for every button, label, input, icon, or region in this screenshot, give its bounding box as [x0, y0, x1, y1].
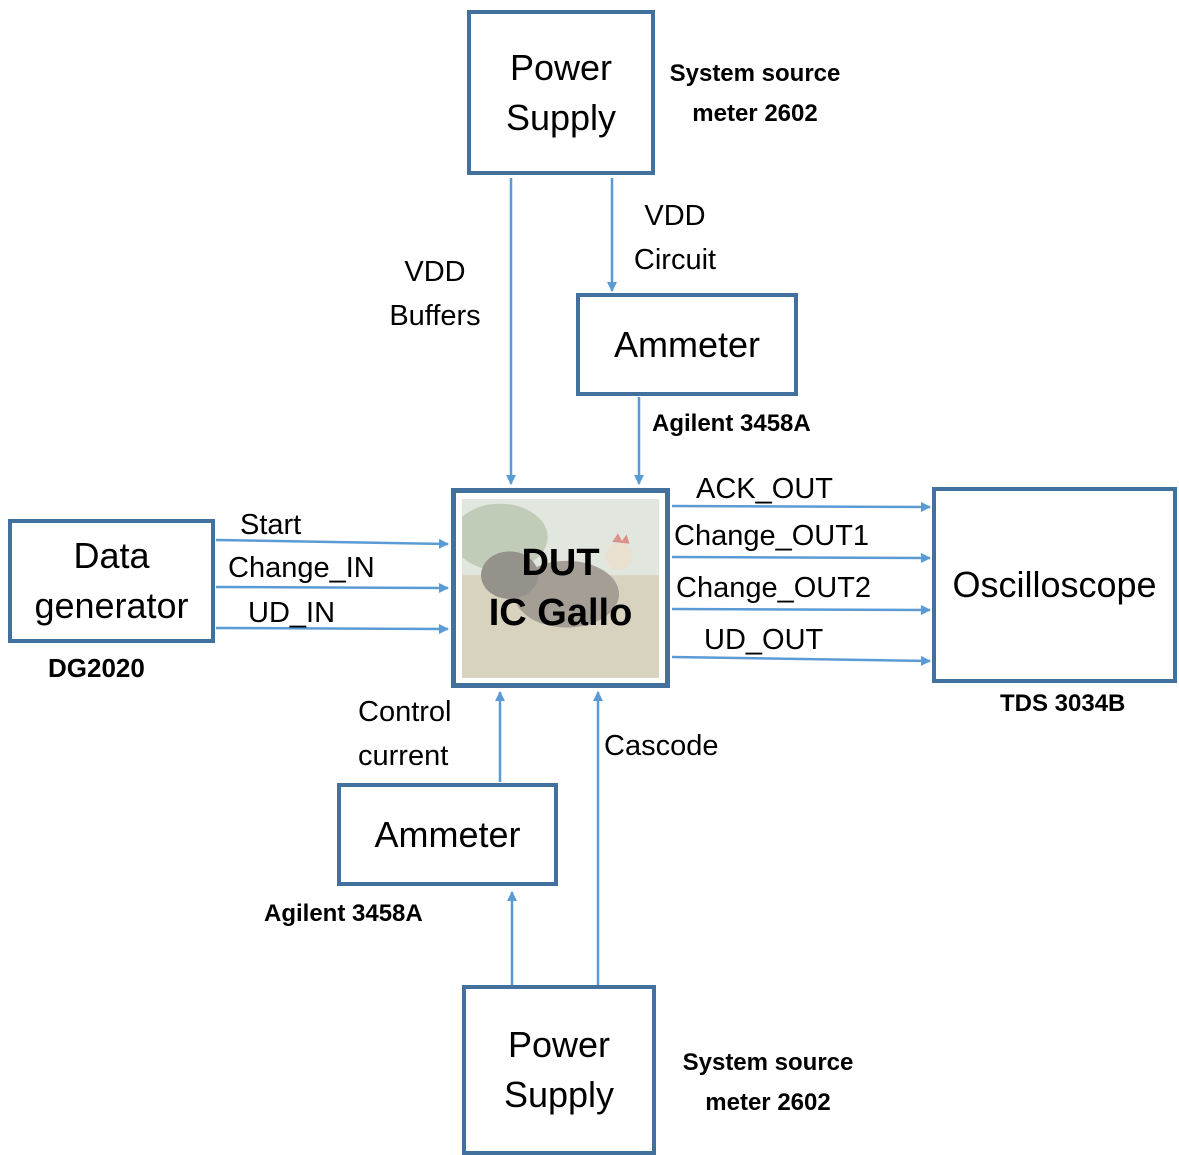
change-out2-label: Change_OUT2 — [676, 572, 872, 604]
vdd-buffers-line2: Buffers — [389, 300, 481, 332]
data-generator-model: DG2020 — [48, 653, 145, 683]
photo-foliage — [462, 503, 548, 571]
ud-out-arrow — [671, 655, 931, 666]
photo-rooster-head — [605, 542, 633, 570]
power-supply-top-line1: Power — [509, 46, 613, 88]
change-in-arrow — [215, 582, 449, 593]
power-supply-top-line2: Supply — [505, 96, 617, 138]
control-current-label: Control current — [358, 690, 478, 778]
oscilloscope-label: Oscilloscope — [952, 564, 1157, 605]
vdd-circuit-label: VDD Circuit — [620, 194, 730, 282]
power-supply-bottom-model-line1: System source — [682, 1049, 854, 1076]
ammeter-bottom-model: Agilent 3458A — [264, 900, 423, 927]
data-generator: Data generator — [8, 519, 215, 643]
power-supply-top-model-line2: meter 2602 — [692, 100, 818, 127]
ud-in-arrow — [215, 623, 449, 634]
dut-box: DUT IC Gallo — [451, 488, 670, 688]
start-label: Start — [240, 509, 302, 541]
ud-out-label: UD_OUT — [704, 624, 824, 656]
ack-out-arrow — [671, 501, 931, 512]
change-out2-arrow — [671, 604, 931, 615]
ammeter-top-label: Ammeter — [613, 323, 761, 365]
dut-line1: DUT — [521, 542, 600, 584]
data-generator-line2: generator — [34, 585, 189, 626]
power-supply-bottom-model-line2: meter 2602 — [705, 1089, 831, 1116]
photo-rooster-comb — [612, 533, 630, 544]
vdd-circuit-line1: VDD — [644, 200, 706, 232]
oscilloscope-model: TDS 3034B — [1000, 690, 1126, 717]
ammeter-top: Ammeter — [576, 293, 798, 396]
dut-label: DUT IC Gallo — [456, 493, 665, 683]
power-supply-top-model: System source meter 2602 — [645, 54, 865, 134]
power-supply-bottom: Power Supply — [462, 985, 656, 1155]
start-arrow — [215, 538, 449, 549]
photo-rooster-tail — [481, 551, 539, 599]
photo-rooster-body — [514, 560, 620, 628]
control-current-line2: current — [358, 740, 449, 772]
change-out1-label: Change_OUT1 — [674, 520, 870, 552]
ammeter-bottom: Ammeter — [337, 783, 558, 886]
vdd-buffers-label: VDD Buffers — [380, 250, 490, 338]
ack-out-label: ACK_OUT — [696, 473, 833, 505]
control-current-line1: Control — [358, 696, 452, 728]
change-out1-arrow — [671, 552, 931, 563]
ud-in-label: UD_IN — [248, 597, 336, 629]
oscilloscope: Oscilloscope — [932, 487, 1177, 683]
power-supply-bottom-model: System source meter 2602 — [658, 1043, 878, 1123]
ammeter-bottom-label: Ammeter — [374, 813, 521, 855]
rooster-photo-background — [462, 499, 659, 678]
ammeter-top-model: Agilent 3458A — [652, 410, 811, 437]
power-supply-bottom-line2: Supply — [503, 1074, 615, 1115]
power-supply-top-model-line1: System source — [669, 60, 841, 87]
power-supply-top: Power Supply — [467, 10, 655, 175]
data-generator-line1: Data — [73, 535, 150, 576]
vdd-buffers-line1: VDD — [404, 256, 466, 288]
vdd-circuit-line2: Circuit — [633, 244, 717, 276]
dut-line2: IC Gallo — [488, 592, 633, 634]
change-in-label: Change_IN — [228, 552, 375, 584]
power-supply-bottom-line1: Power — [507, 1024, 611, 1065]
cascode-label: Cascode — [604, 730, 719, 762]
